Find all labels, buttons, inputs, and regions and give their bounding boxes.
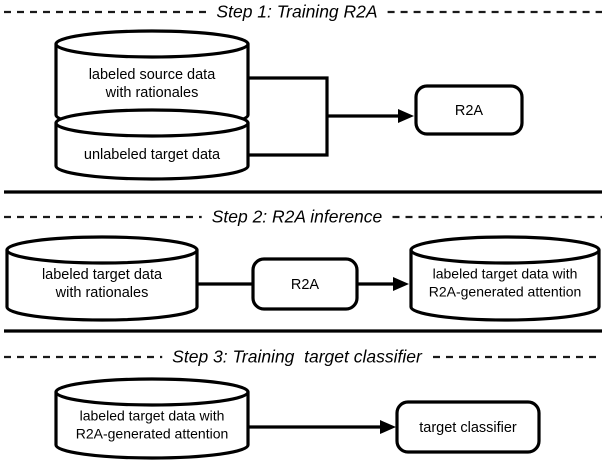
arrow-head — [380, 420, 396, 434]
arrow-input-to-target-classifier — [248, 420, 396, 434]
node-label-line1: R2A — [455, 103, 484, 119]
arrow-bracket-to-r2a — [327, 109, 414, 123]
node-label-line1: labeled target data with — [80, 408, 225, 424]
step-2-title: Step 2: R2A inference — [212, 207, 383, 227]
node-label-line2: R2A-generated attention — [429, 284, 582, 300]
node-label-line2: R2A-generated attention — [76, 426, 229, 442]
rounded-rect — [395, 400, 541, 454]
step-3-header: Step 3: Training target classifier — [4, 347, 602, 367]
node-label-line2: with rationales — [55, 285, 149, 301]
cylinder-top — [5, 235, 199, 265]
arrow-head — [393, 277, 409, 291]
step-1-header: Step 1: Training R2A — [4, 2, 602, 22]
step-3-body: labeled target data with R2A-generated a… — [54, 377, 541, 460]
node-target-classifier-box[interactable]: target classifier — [395, 400, 541, 454]
node-labeled-source-data-cylinder[interactable]: labeled source data with rationales — [54, 29, 250, 130]
node-label-line1: labeled target data — [42, 267, 163, 283]
node-label-line1: labeled target data with — [433, 266, 578, 282]
step-1-body: labeled source data with rationales unla… — [54, 29, 524, 181]
node-r2a-box-step2[interactable]: R2A — [251, 257, 359, 311]
node-label-line2: with rationales — [105, 85, 199, 101]
arrow-r2a-to-output — [357, 277, 409, 291]
step-1-title: Step 1: Training R2A — [216, 2, 377, 22]
node-labeled-target-attention-cylinder-step3[interactable]: labeled target data with R2A-generated a… — [54, 377, 250, 460]
node-label-line1: labeled source data — [89, 67, 216, 83]
node-unlabeled-target-data-cylinder[interactable]: unlabeled target data — [54, 108, 250, 181]
node-labeled-target-attention-cylinder-step2[interactable]: labeled target data with R2A-generated a… — [409, 235, 601, 322]
cylinder-top — [54, 29, 250, 59]
rounded-rect — [414, 84, 524, 136]
cylinder-body — [54, 121, 250, 181]
node-label-line1: unlabeled target data — [84, 147, 221, 163]
node-label-line1: target classifier — [419, 420, 517, 436]
cylinder-body — [5, 248, 199, 322]
node-labeled-target-data-rationales-cylinder[interactable]: labeled target data with rationales — [5, 235, 199, 322]
cylinder-body — [54, 390, 250, 460]
bracket-path — [248, 76, 329, 157]
step-1-merge-bracket — [248, 76, 329, 157]
step-2-body: labeled target data with rationales R2A … — [5, 235, 601, 322]
step-2-header: Step 2: R2A inference — [4, 207, 602, 227]
cylinder-top — [54, 108, 250, 138]
arrow-head — [398, 109, 414, 123]
node-label-line1: R2A — [291, 277, 320, 293]
cylinder-top — [409, 235, 601, 265]
cylinder-top — [54, 377, 250, 407]
node-r2a-box-step1[interactable]: R2A — [414, 84, 524, 136]
step-3-title: Step 3: Training target classifier — [172, 347, 423, 367]
cylinder-body — [409, 248, 601, 322]
